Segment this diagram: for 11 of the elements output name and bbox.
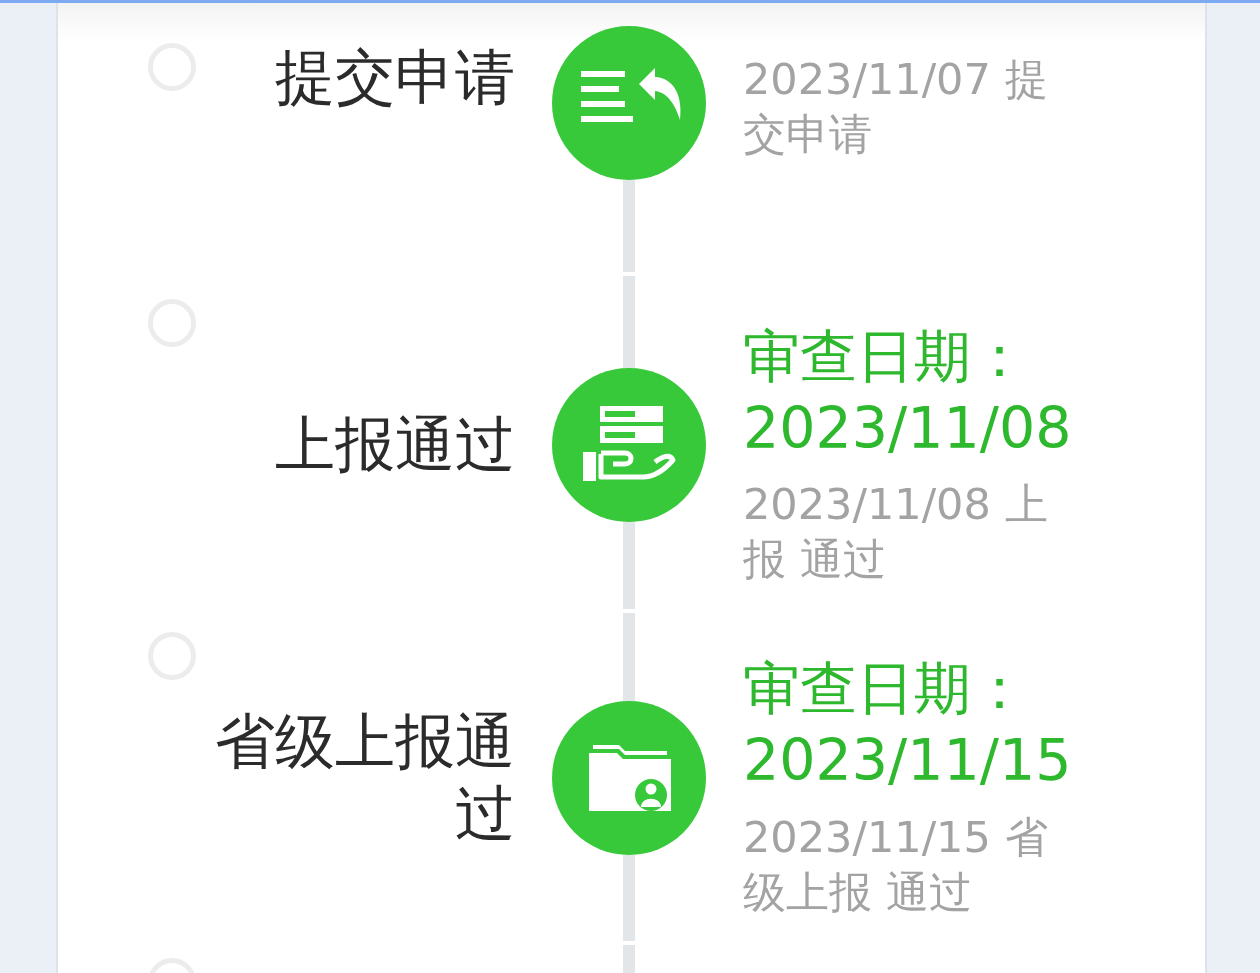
review-date: 审查日期：2023/11/08 [743,322,1073,463]
date-note: 2023/11/07 提交申请 [743,53,1049,161]
step-title: 省级上报通过 [214,705,515,849]
timeline-line [623,522,635,701]
timeline-line [623,180,635,368]
step-title: 提交申请 [274,41,515,113]
date-note: 2023/11/08 上报 通过 [743,478,1049,586]
timeline-line [623,855,635,973]
step-title: 上报通过 [274,408,515,480]
review-date: 审查日期：2023/11/15 [743,654,1073,795]
date-note: 2023/11/15 省级上报 通过 [743,811,1049,919]
